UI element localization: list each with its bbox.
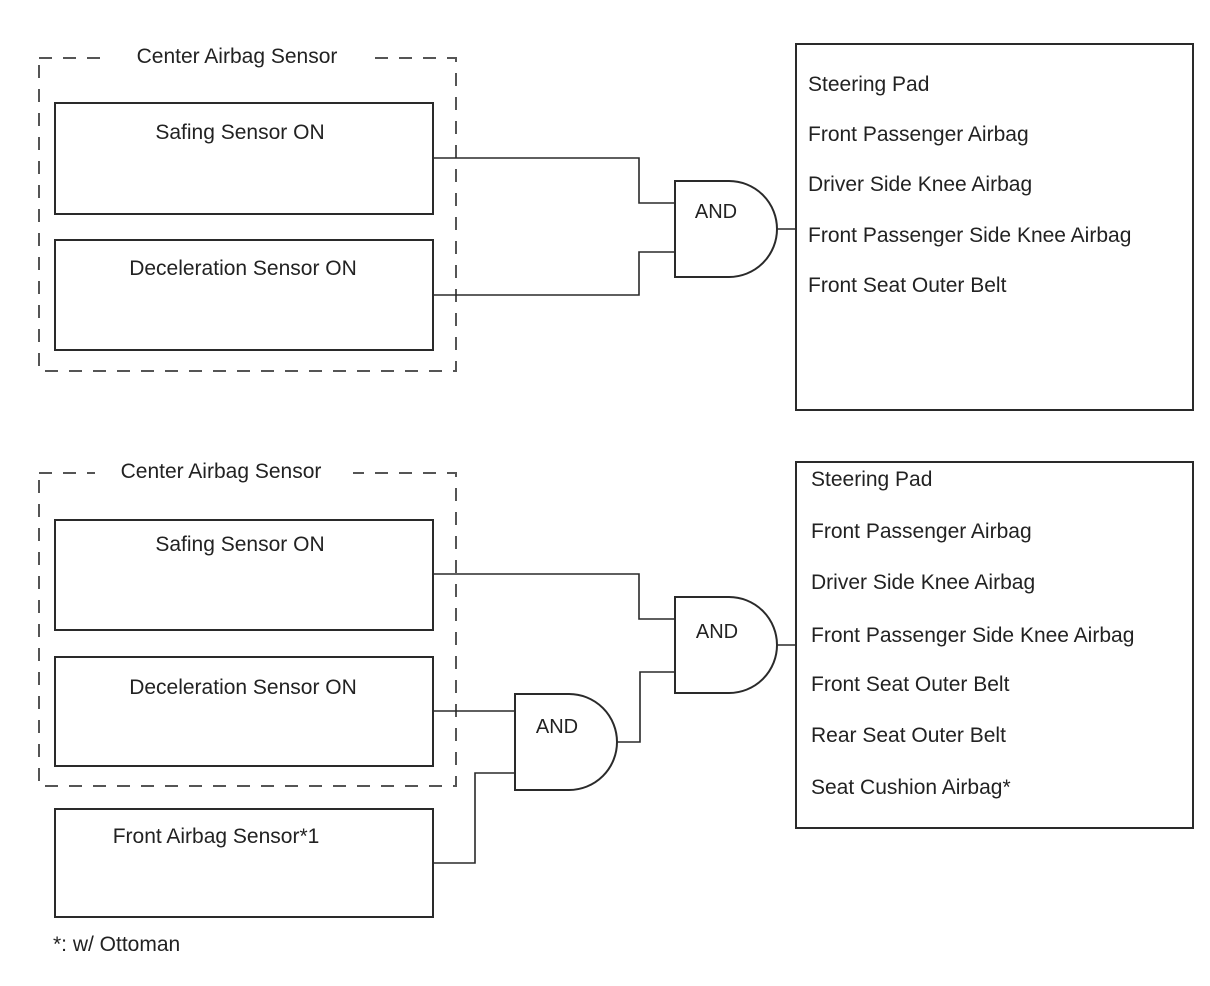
output-item: Steering Pad: [811, 468, 932, 491]
and-gate-outer-label: AND: [696, 621, 738, 643]
output-item: Front Seat Outer Belt: [808, 274, 1007, 297]
group-label: Center Airbag Sensor: [121, 460, 322, 483]
wire-safing-to-and: [433, 157, 675, 204]
output-item: Seat Cushion Airbag*: [811, 776, 1011, 799]
front-airbag-sensor-label: Front Airbag Sensor*1: [113, 825, 320, 848]
output-item: Rear Seat Outer Belt: [811, 724, 1006, 747]
deceleration-sensor-label: Deceleration Sensor ON: [129, 676, 357, 699]
safing-sensor-label: Safing Sensor ON: [155, 533, 324, 556]
diagram-1: Center Airbag Sensor Safing Sensor ON De…: [38, 40, 1194, 411]
safing-sensor-label: Safing Sensor ON: [155, 121, 324, 144]
group-label: Center Airbag Sensor: [137, 45, 338, 68]
deceleration-sensor-box: [54, 656, 434, 767]
safing-sensor-box: [54, 519, 434, 631]
and-gate: [674, 180, 778, 278]
and-gate-label: AND: [695, 201, 737, 223]
diagram-2: Center Airbag Sensor Safing Sensor ON De…: [38, 455, 1194, 918]
front-airbag-sensor-box: [54, 808, 434, 918]
output-item: Front Passenger Side Knee Airbag: [811, 624, 1134, 647]
and-gate-outer: [674, 596, 778, 694]
center-airbag-sensor-group: [38, 472, 457, 787]
safing-sensor-box: [54, 102, 434, 215]
output-item: Front Passenger Airbag: [811, 520, 1032, 543]
deceleration-sensor-box: [54, 239, 434, 351]
output-item: Steering Pad: [808, 73, 929, 96]
output-box: [795, 461, 1194, 829]
output-item: Front Passenger Airbag: [808, 123, 1029, 146]
output-item: Front Passenger Side Knee Airbag: [808, 224, 1131, 247]
wire-inner-to-outer-and: [617, 671, 675, 743]
footnote: *: w/ Ottoman: [53, 933, 180, 956]
output-item: Driver Side Knee Airbag: [811, 571, 1035, 594]
wire-decel-to-and: [433, 251, 675, 296]
and-gate-inner: [514, 693, 618, 791]
deceleration-sensor-label: Deceleration Sensor ON: [129, 257, 357, 280]
wire-front-sensor-to-inner-and: [433, 772, 515, 864]
wire-safing-to-outer-and: [433, 573, 675, 620]
output-item: Front Seat Outer Belt: [811, 673, 1010, 696]
output-item: Driver Side Knee Airbag: [808, 173, 1032, 196]
center-airbag-sensor-group: [38, 57, 457, 372]
output-box: [795, 43, 1194, 411]
and-gate-inner-label: AND: [536, 716, 578, 738]
